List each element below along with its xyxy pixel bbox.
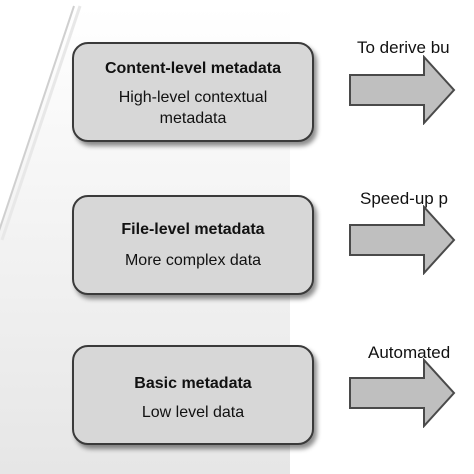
file-level-box: File-level metadata More complex data [72, 195, 314, 295]
content-level-description-line: High-level contextual [118, 89, 268, 106]
right-arrow-icon [349, 205, 456, 275]
outcome-label-basic: Automated [368, 343, 451, 362]
file-level-description: More complex data [124, 252, 262, 269]
outcome-label-file: Speed-up p [360, 189, 448, 208]
basic-level-box: Basic metadata Low level data [72, 345, 314, 445]
content-level-description: High-level contextual metadata [74, 87, 312, 129]
right-arrow-icon [349, 358, 456, 428]
pyramid-edge-inner [0, 5, 82, 241]
content-level-description-line: metadata [159, 110, 227, 127]
file-level-title: File-level metadata [121, 221, 265, 238]
right-arrow-icon [349, 55, 456, 125]
content-level-box: Content-level metadata High-level contex… [72, 42, 314, 142]
basic-level-title: Basic metadata [134, 375, 252, 392]
pyramid-edge [0, 5, 75, 232]
content-level-title: Content-level metadata [104, 60, 282, 77]
basic-level-description: Low level data [141, 404, 245, 421]
outcome-label-content: To derive bu [357, 38, 450, 57]
